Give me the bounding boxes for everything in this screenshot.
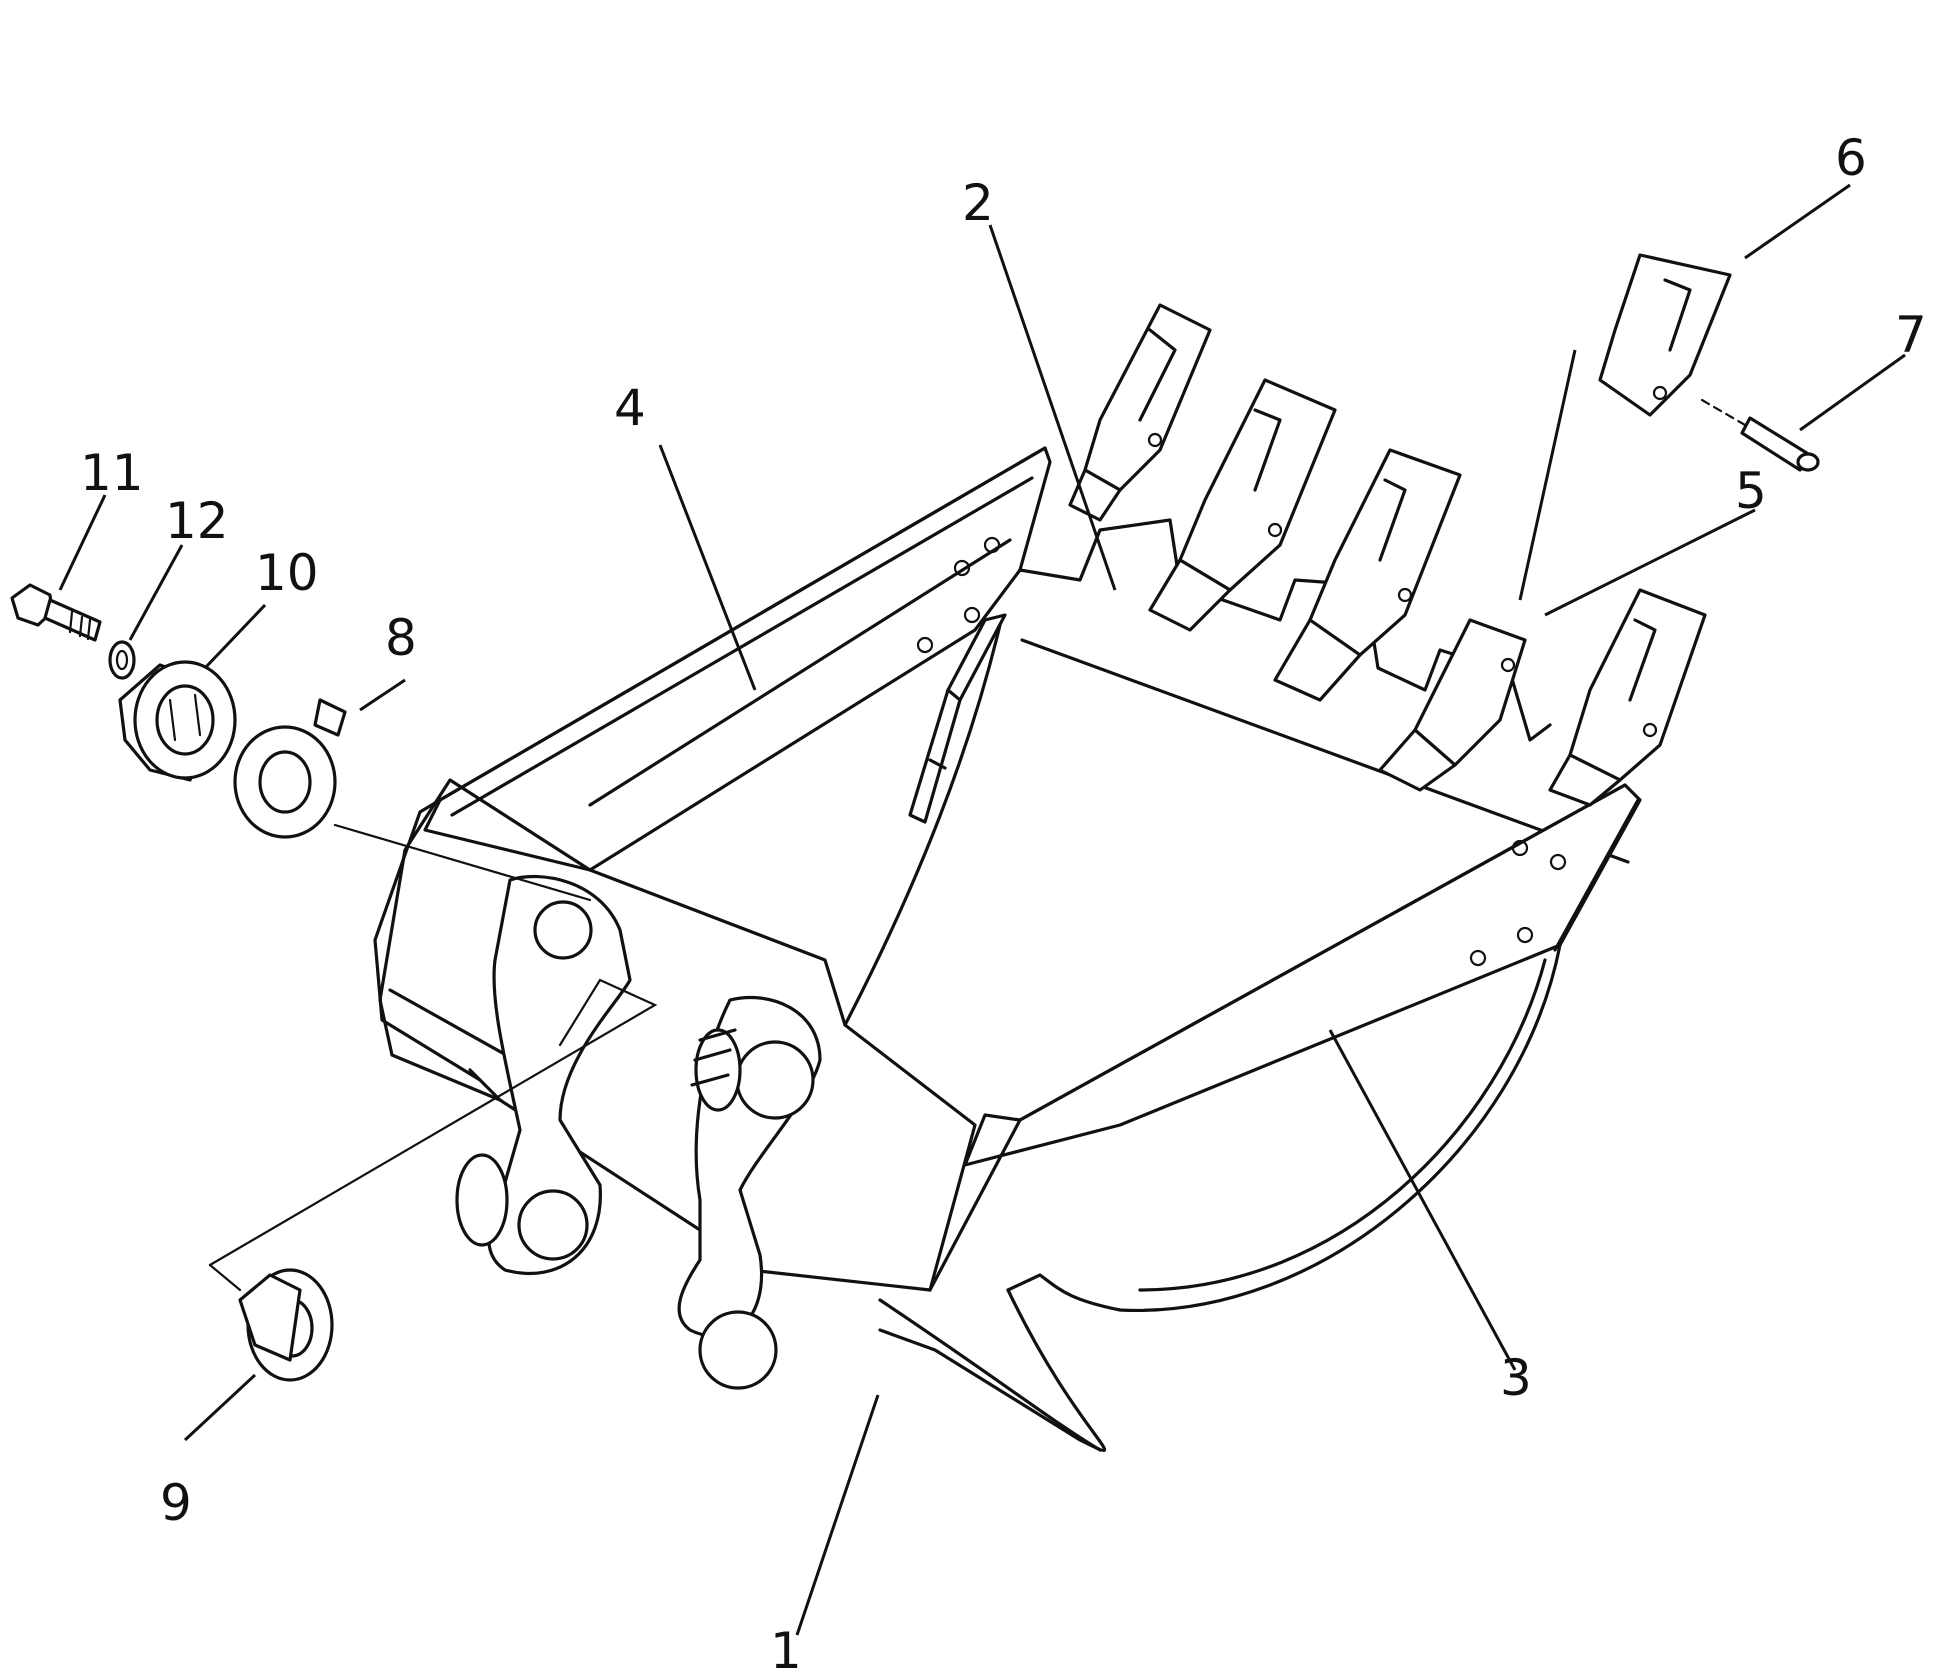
callout-12: 12: [165, 492, 229, 550]
assembly-line-shim: [333, 823, 592, 902]
exploded-shim: [233, 698, 347, 839]
callout-9: 9: [160, 1474, 192, 1532]
exploded-bushing: [238, 1268, 334, 1382]
right-side-plate: [963, 783, 1642, 1167]
bucket-body: [373, 446, 1642, 1453]
exploded-washer: [108, 640, 136, 680]
callout-3: 3: [1500, 1349, 1532, 1407]
callout-7: 7: [1895, 306, 1927, 364]
leader-lines: [58, 183, 1906, 1636]
callout-2: 2: [962, 174, 994, 232]
assembly-line-bushing-end: [208, 1263, 242, 1292]
teeth-and-adapters: [1068, 303, 1707, 807]
callout-11: 11: [80, 444, 144, 502]
exploded-collar: [118, 660, 237, 782]
assembly-line-bushing: [208, 978, 658, 1267]
callout-1: 1: [770, 1622, 802, 1675]
callout-10: 10: [255, 544, 319, 602]
callout-6: 6: [1835, 129, 1867, 187]
callout-labels: 1 2 3 4 5 6 7 8 9 10 11 12: [80, 129, 1927, 1675]
exploded-bolt: [10, 583, 102, 642]
left-side-plate: [423, 446, 1052, 872]
exploded-pin: [1700, 398, 1820, 472]
callout-4: 4: [614, 379, 646, 437]
callout-8: 8: [385, 609, 417, 667]
exploded-tooth: [1598, 253, 1732, 417]
callout-5: 5: [1735, 462, 1767, 520]
rear-boss-brackets: [455, 874, 822, 1390]
